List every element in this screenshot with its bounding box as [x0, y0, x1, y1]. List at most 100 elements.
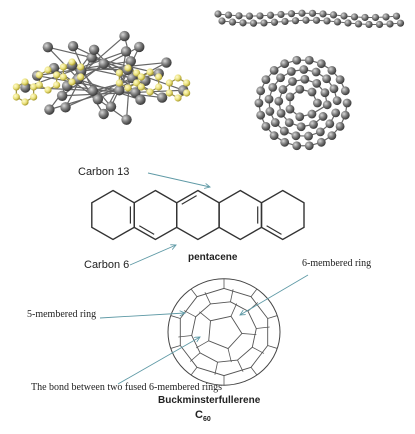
carbon-atom — [317, 59, 326, 68]
carbon-atom — [330, 11, 337, 18]
carbon-atom — [305, 56, 314, 65]
carbon-atom — [295, 85, 304, 94]
carbon-atom — [331, 109, 340, 118]
fullerene-edge — [191, 367, 197, 375]
fullerene-edge — [268, 316, 278, 319]
carbon-atom — [44, 104, 54, 114]
hydrogen-atom — [116, 69, 123, 76]
carbon-atom — [351, 13, 358, 20]
hydrogen-atom — [146, 68, 153, 75]
carbon-atom — [341, 111, 350, 120]
carbon-atom — [266, 107, 275, 116]
carbon-atom — [276, 73, 285, 82]
carbon-atom — [277, 109, 286, 118]
double-bond — [267, 226, 282, 235]
carbon-atom — [229, 18, 236, 25]
carbon-atom — [239, 19, 246, 26]
fullerene-line-drawing — [168, 279, 280, 385]
carbon-atom — [288, 10, 295, 17]
carbon-atom — [386, 20, 393, 27]
hydrogen-atom — [60, 63, 67, 70]
carbon-atom — [288, 77, 297, 86]
carbon-atom — [114, 85, 124, 95]
hydrogen-atom — [30, 93, 37, 100]
carbon-atom — [300, 75, 309, 84]
double-bond — [182, 196, 197, 205]
carbon-atom — [333, 96, 342, 105]
fullerene-edge — [199, 312, 210, 321]
carbon-atom — [256, 12, 263, 19]
fullerene-edge — [251, 289, 257, 297]
hydrogen-atom — [124, 84, 131, 91]
carbon-atom — [309, 120, 318, 129]
carbon-atom — [299, 65, 308, 74]
hydrogen-atom — [36, 71, 43, 78]
fullerene-outline — [168, 279, 280, 385]
hydrogen-atom — [13, 93, 20, 100]
carbon-atom — [340, 12, 347, 19]
carbon-atom — [60, 102, 70, 112]
six-membered-ring-label: 6-membered ring — [302, 258, 371, 269]
hydrogen-atom — [44, 86, 51, 93]
arrow-carbon6 — [130, 245, 176, 265]
fullerene-edge — [191, 289, 197, 297]
carbon-atom — [157, 92, 167, 102]
pentacene-ring — [262, 191, 305, 240]
c60-subscript: 60 — [203, 416, 211, 423]
carbon-atom — [292, 56, 301, 65]
carbon-atom — [323, 17, 330, 24]
carbon-atom — [271, 19, 278, 26]
carbon-atom — [304, 132, 313, 141]
carbon-atom — [246, 13, 253, 20]
hydrogen-atom — [174, 94, 181, 101]
fullerene-edge — [252, 347, 264, 353]
pentacene-structure — [92, 191, 304, 240]
hydrogen-atom — [21, 78, 28, 85]
fullerene-edge — [268, 345, 278, 348]
carbon-atom — [280, 59, 289, 68]
buckminsterfullerene-label: Buckminsterfullerene — [158, 395, 260, 406]
carbon-atom — [119, 31, 129, 41]
arrow-carbon13 — [148, 173, 210, 187]
carbon-atom — [285, 118, 294, 127]
hydrogen-atom — [68, 78, 75, 85]
c60-main: C — [195, 409, 203, 421]
carbon-atom — [262, 122, 271, 131]
hydrogen-atom — [44, 66, 51, 73]
hydrogen-atom — [21, 98, 28, 105]
hydrogen-atom — [146, 88, 153, 95]
hydrogen-atom — [183, 89, 190, 96]
carbon-atom — [327, 131, 336, 140]
fullerene-edge — [205, 292, 211, 304]
carbon-atom — [106, 101, 116, 111]
carbon-atom — [295, 112, 304, 121]
carbon-atom — [292, 131, 301, 140]
carbon-atom — [255, 99, 264, 108]
carbon-atom — [297, 122, 306, 131]
carbon-atom — [302, 17, 309, 24]
pentacene-ring — [219, 191, 261, 240]
carbon-atom — [135, 95, 145, 105]
carbon-atom — [298, 10, 305, 17]
hydrogen-atom — [68, 58, 75, 65]
carbon-atom — [89, 45, 99, 55]
hydrogen-atom — [166, 89, 173, 96]
carbon-atom — [319, 112, 328, 121]
carbon-atom — [88, 86, 98, 96]
carbon-atom — [341, 86, 350, 95]
carbon-atom — [271, 118, 280, 127]
carbon-atom — [292, 141, 301, 150]
arrow-bond — [118, 337, 200, 384]
carbon-atom — [250, 20, 257, 27]
double-bond — [139, 226, 154, 235]
carbon-atom — [313, 99, 322, 108]
carbon-atom — [121, 114, 131, 124]
carbon-atom — [330, 84, 339, 93]
fullerene-ring — [209, 316, 242, 348]
carbon-atom — [309, 10, 316, 17]
hydrogen-atom — [53, 71, 60, 78]
carbon-atom — [325, 119, 334, 128]
fused-ring-bond-label: The bond between two fused 6-membered ri… — [31, 382, 222, 393]
fullerene-edge — [184, 311, 196, 317]
hydrogen-atom — [60, 73, 67, 80]
